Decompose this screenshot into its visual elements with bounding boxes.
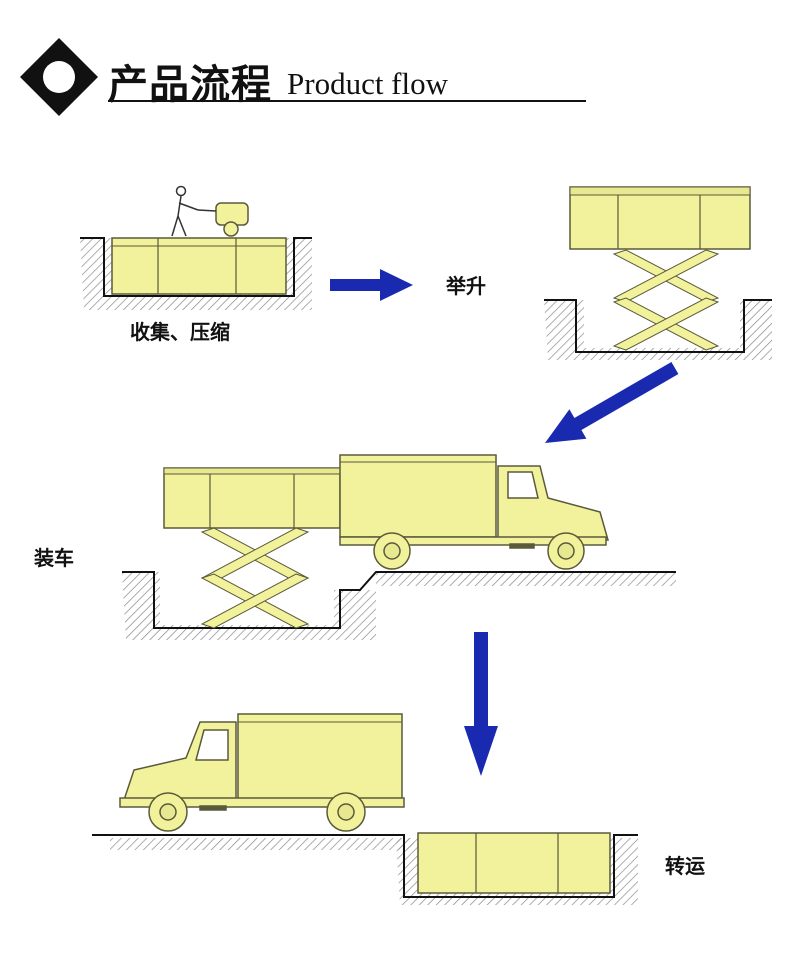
- scissor-lift: [612, 249, 720, 351]
- step-lift-scene: [544, 186, 772, 360]
- worker-figure: [171, 185, 199, 237]
- scissor-lift: [200, 527, 310, 629]
- truck-facing-right: [339, 454, 609, 570]
- step-label-transport: 转运: [665, 854, 705, 878]
- diamond-circle-icon: [20, 38, 98, 116]
- waste-cart: [197, 202, 249, 237]
- step-label-loading: 装车: [34, 546, 74, 570]
- truck-facing-left: [119, 713, 405, 832]
- step-collect-scene: [80, 185, 312, 310]
- title-underline: [108, 100, 586, 102]
- arrow-down-left: [545, 361, 679, 443]
- step-label-lift: 举升: [446, 274, 486, 298]
- step-loading-scene: [122, 454, 676, 640]
- compressor-box: [111, 237, 287, 295]
- arrow-right: [330, 269, 413, 301]
- arrow-down: [464, 632, 498, 776]
- lift-container: [569, 186, 751, 250]
- step-label-collect: 收集、压缩: [130, 320, 230, 344]
- loading-container: [163, 467, 341, 529]
- step-transport-scene: [92, 713, 638, 905]
- page-subtitle: Product flow: [287, 66, 449, 101]
- transport-container: [417, 832, 611, 894]
